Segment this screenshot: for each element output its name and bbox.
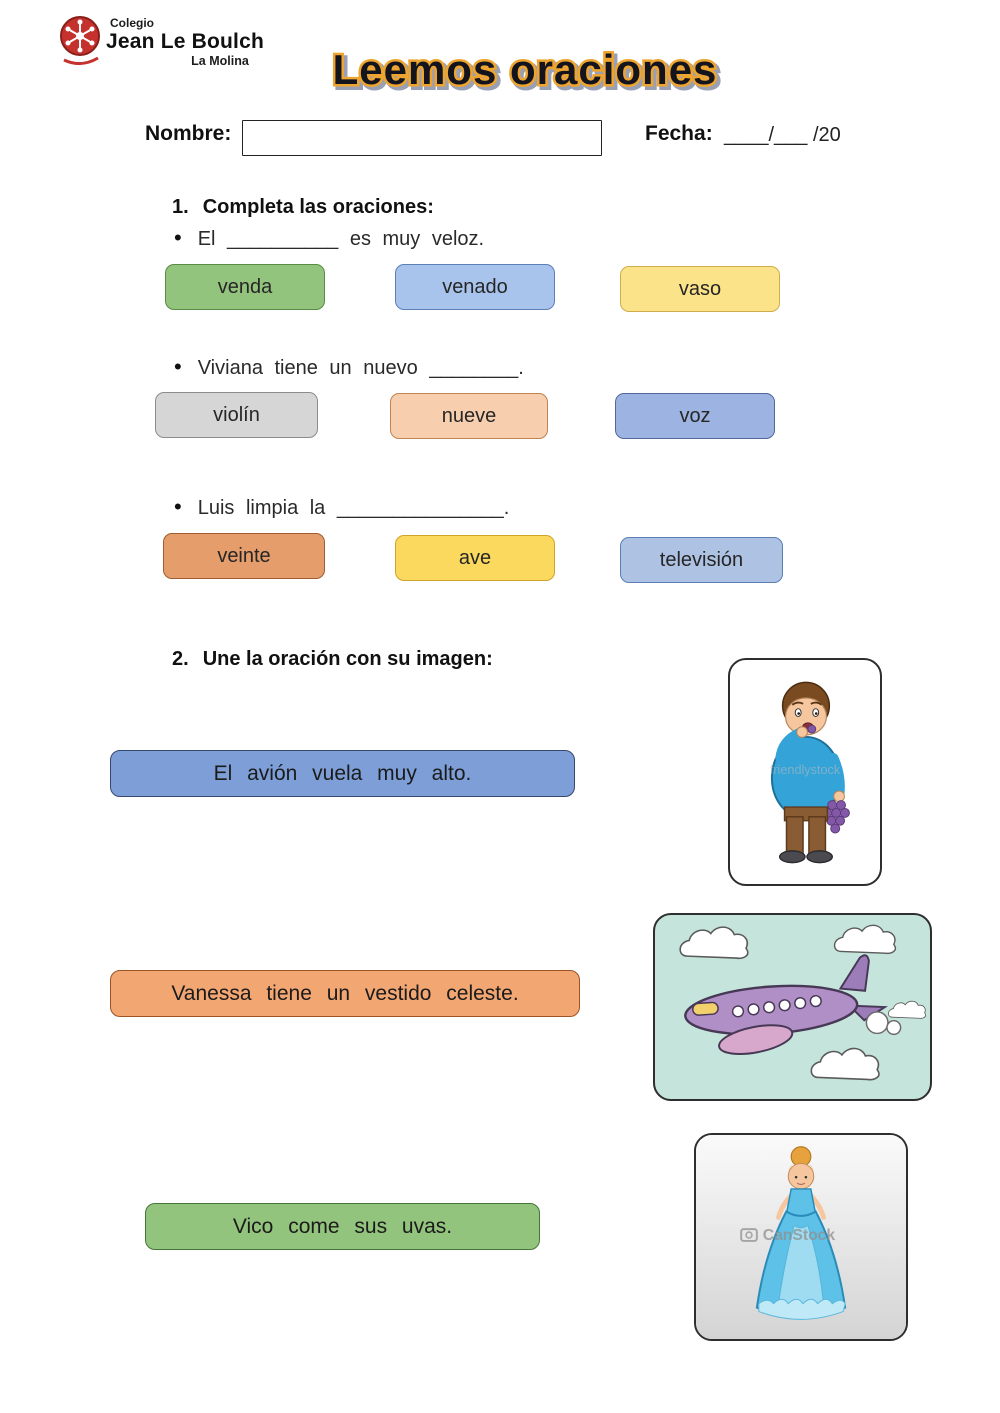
name-input[interactable]: [242, 120, 602, 156]
option-venado[interactable]: venado: [395, 264, 555, 310]
sentence-3-text: Luis limpia la _______________.: [197, 497, 510, 519]
option-vaso-label: vaso: [678, 277, 722, 300]
option-television-label: televisión: [659, 548, 744, 571]
sentence-3: • Luis limpia la _______________.: [174, 494, 510, 520]
canstock-watermark: CanStock: [740, 1227, 836, 1244]
sentence-2: • Viviana tiene un nuevo ________.: [174, 354, 524, 380]
option-television[interactable]: televisión: [620, 537, 783, 583]
section1-number: 1.: [172, 196, 189, 218]
bullet-icon: •: [174, 354, 182, 379]
option-violin[interactable]: violín: [155, 392, 318, 438]
sentence-1-text: El __________ es muy veloz.: [197, 228, 485, 250]
name-label: Nombre:: [145, 122, 232, 145]
option-nueve-label: nueve: [441, 404, 497, 427]
date-blanks: ____/___ /20: [724, 124, 841, 146]
school-logo: Colegio Jean Le Boulch La Molina: [58, 14, 298, 76]
match-image-princess[interactable]: CanStock: [694, 1133, 908, 1341]
logo-text-school-name: Jean Le Boulch: [106, 30, 265, 53]
option-ave-label: ave: [458, 546, 492, 569]
option-voz[interactable]: voz: [615, 393, 775, 439]
match-sentence-avion[interactable]: El avión vuela muy alto.: [110, 750, 575, 797]
boy-eating-grapes-illustration: friendlystock: [770, 681, 850, 864]
match-sentence-vestido[interactable]: Vanessa tiene un vestido celeste.: [110, 970, 580, 1017]
match-sentence-uvas-text: Vico come sus uvas.: [232, 1214, 453, 1238]
option-veinte-label: veinte: [217, 544, 271, 567]
match-sentence-uvas[interactable]: Vico come sus uvas.: [145, 1203, 540, 1250]
option-veinte[interactable]: veinte: [163, 533, 325, 579]
section1-heading: 1. Completa las oraciones:: [172, 196, 434, 219]
watermark-canstock-text: CanStock: [763, 1227, 836, 1244]
option-venda-label: venda: [217, 275, 273, 298]
option-violin-label: violín: [213, 403, 260, 426]
option-ave[interactable]: ave: [395, 535, 555, 581]
section1-title: Completa las oraciones:: [202, 196, 434, 218]
title-shadow: Leemos oraciones: [336, 49, 721, 96]
option-vaso[interactable]: vaso: [620, 266, 780, 312]
princess-illustration: CanStock: [696, 1135, 906, 1339]
match-sentence-vestido-text: Vanessa tiene un vestido celeste.: [171, 981, 519, 1005]
section2-number: 2.: [172, 648, 189, 670]
bullet-icon: •: [174, 494, 182, 519]
option-nueve[interactable]: nueve: [390, 393, 548, 439]
date-label: Fecha:: [645, 122, 713, 145]
airplane: [684, 954, 889, 1055]
worksheet-title: Leemos oraciones Leemos oraciones: [330, 44, 722, 99]
bullet-icon: •: [174, 225, 182, 250]
option-venda[interactable]: venda: [165, 264, 325, 310]
section2-title: Une la oración con su imagen:: [202, 648, 493, 670]
option-venado-label: venado: [442, 275, 508, 298]
school-logo-icon: [60, 16, 100, 65]
logo-text-district: La Molina: [191, 54, 249, 68]
match-image-boy-eating-grapes[interactable]: friendlystock: [728, 658, 882, 886]
sentence-2-text: Viviana tiene un nuevo ________.: [197, 357, 524, 379]
sentence-1: • El __________ es muy veloz.: [174, 225, 485, 251]
match-image-airplane[interactable]: [653, 913, 932, 1101]
option-voz-label: voz: [679, 404, 711, 427]
section2-heading: 2. Une la oración con su imagen:: [172, 648, 493, 671]
match-sentence-avion-text: El avión vuela muy alto.: [213, 761, 472, 785]
watermark-friendlystock: friendlystock: [770, 763, 841, 777]
logo-text-colegio: Colegio: [110, 16, 154, 30]
title-text: Leemos oraciones: [333, 46, 718, 93]
airplane-illustration: [679, 924, 927, 1081]
